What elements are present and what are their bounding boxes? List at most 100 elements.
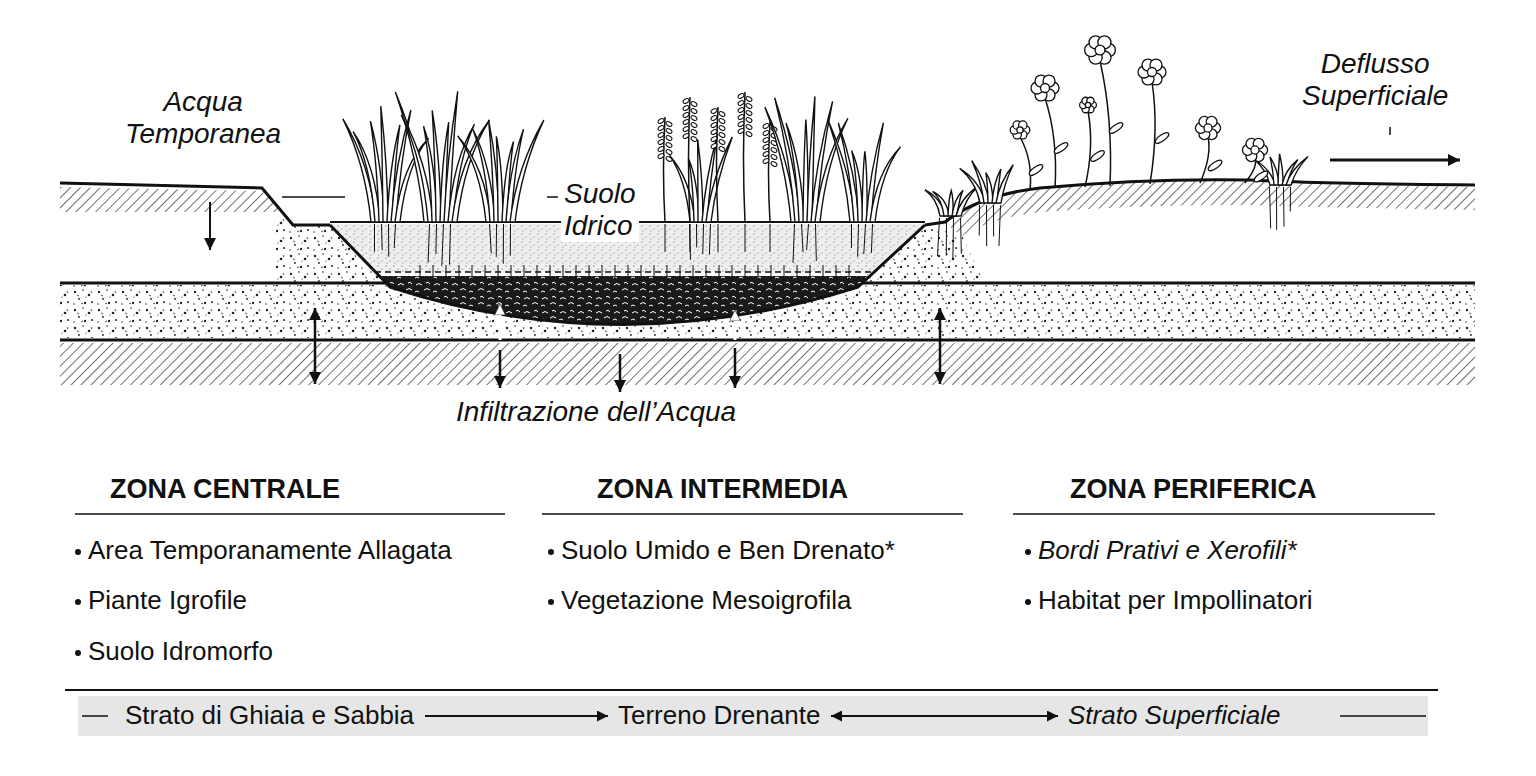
illustration-ellipse [762,123,770,130]
illustration-ellipse [665,135,673,142]
illustration-circle [548,599,554,605]
illustration-path [1085,111,1091,187]
layer-term-text: Strato Superficiale [1068,701,1281,731]
illustration-line [459,265,460,281]
illustration-line [563,265,564,281]
illustration-path [1286,157,1308,185]
illustration-ellipse [682,119,690,126]
illustration-ellipse [770,161,778,168]
illustration-g [395,91,489,265]
illustration-line [1276,187,1277,230]
illustration-line [690,224,691,252]
illustration-line [680,265,681,281]
illustration-line [702,224,704,254]
illustration-line [542,513,963,515]
illustration-line [503,224,504,264]
illustration-ellipse [665,128,673,135]
illustration-ellipse [1089,149,1106,163]
illustration-line [758,265,759,281]
illustration-line [993,205,994,236]
zone-heading: ZONA INTERMEDIA [597,474,848,505]
illustration-path [786,123,804,222]
illustration-line [1330,159,1460,162]
illustration-path [1278,154,1283,185]
illustration-line [420,265,421,281]
illustration-g [682,97,698,252]
illustration-line [442,224,444,266]
illustration-g [1242,138,1269,183]
illustration-g [1085,36,1125,186]
illustration-g [737,92,753,252]
illustration-line [537,265,538,281]
illustration-line [1270,187,1271,228]
layer-term: Strato di Ghiaia e Sabbia [115,699,425,733]
illustration-line [815,224,817,261]
illustration-line [770,224,771,252]
illustration-ellipse [718,139,726,146]
connector-arrow [425,715,608,717]
illustration-line [836,265,837,281]
illustration-ellipse [710,129,718,136]
layer-term: Terreno Drenante [608,699,831,733]
illustration-ellipse [690,101,698,108]
illustration-path [401,115,433,222]
zone-bullet: Area Temporanamente Allagata [88,536,452,566]
illustration-line [979,205,980,236]
illustration-line [435,224,437,254]
zone-bullet: Vegetazione Mesoigrofila [561,586,852,616]
illustration-line [374,224,375,252]
illustration-g [960,161,1014,246]
illustration-ellipse [1253,169,1270,183]
illustration-rect [78,696,1428,736]
soil-label: Suolo Idrico [561,178,639,242]
illustration-line [864,224,866,254]
zone-bullet: Suolo Umido e Ben Drenato* [561,536,895,566]
illustration-g [829,122,901,257]
illustration-line [576,265,577,281]
illustration-g [925,186,978,259]
illustration-ellipse [762,151,770,158]
illustration-line [802,224,804,252]
illustration-g [657,117,673,252]
illustration-circle [75,599,81,605]
illustration-line [709,224,710,255]
illustration-ellipse [718,146,726,153]
illustration-line [734,310,737,340]
illustration-ellipse [737,128,745,135]
illustration-circle [1204,124,1212,132]
illustration-ellipse [710,136,718,143]
illustration-ellipse [690,136,698,143]
illustration-ellipse [770,147,778,154]
illustration-circle [1095,45,1105,55]
illustration-path [744,92,746,222]
illustration-line [619,354,622,392]
illustration-path [510,120,544,222]
illustration-line [745,265,746,281]
illustration-polygon [60,187,282,212]
illustration-ellipse [737,121,745,128]
layer-term: Strato Superficiale [1058,699,1291,733]
illustration-path [395,92,429,222]
illustration-ellipse [690,108,698,115]
illustration-path [1020,137,1031,190]
illustration-line [394,224,395,248]
illustration-circle [1085,102,1090,107]
illustration-g [1080,97,1106,187]
illustration-ellipse [745,96,753,103]
illustration-path [1150,82,1155,184]
illustration-line [696,224,697,247]
illustration-path [870,147,900,222]
illustration-line [510,224,511,256]
illustration-circle [1025,599,1031,605]
illustration-line [428,224,429,262]
layer-term-text: Strato di Ghiaia e Sabbia [125,701,415,731]
illustration-path [769,122,771,222]
illustration-g [1010,121,1044,190]
illustration-line [849,265,850,281]
illustration-line [472,265,473,281]
illustration-ellipse [745,131,753,138]
illustration-g [762,122,778,252]
illustration-line [1340,715,1426,717]
illustration-line [986,205,987,246]
